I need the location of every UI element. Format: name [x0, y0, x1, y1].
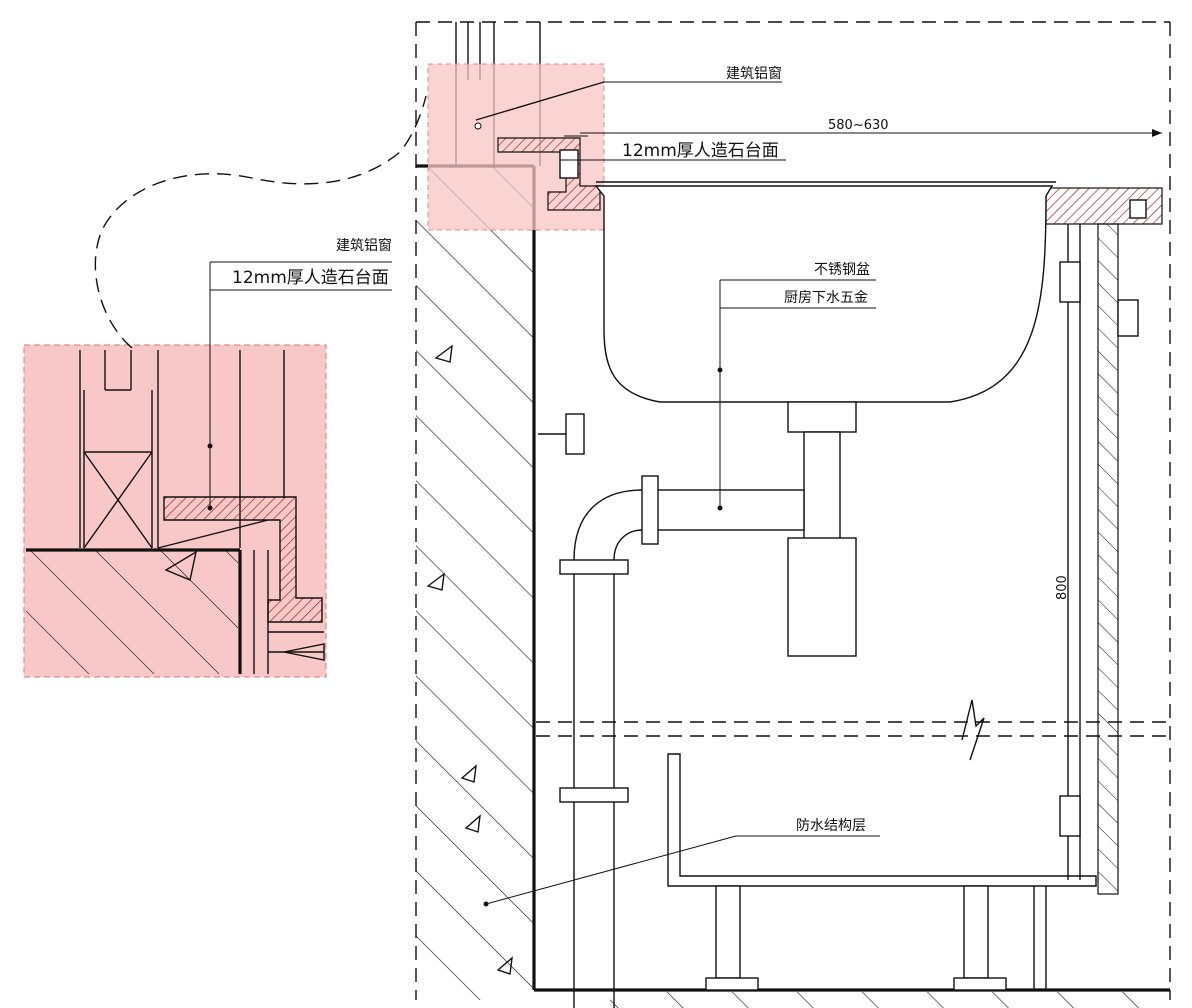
label-countertop-main: 12mm厚人造石台面: [622, 141, 779, 161]
callout-bubble-outline: [94, 95, 427, 349]
label-drain: 厨房下水五金: [784, 290, 868, 306]
cabinet-base: [667, 753, 1097, 887]
label-sink: 不锈钢盆: [814, 262, 870, 278]
wall-valve: [565, 413, 585, 455]
wall-detail: [26, 550, 238, 674]
drain-assembly: [559, 401, 857, 1008]
label-window-detail: 建筑铝窗: [336, 237, 392, 254]
label-height-dim: 800: [1055, 575, 1070, 600]
break-mark: [961, 699, 985, 761]
window-frame-detail: [79, 350, 285, 549]
detail-callout: [23, 261, 392, 678]
label-countertop-detail: 12mm厚人造石台面: [232, 268, 389, 288]
floor: [610, 992, 1170, 1008]
sink-bowl: [594, 185, 1054, 403]
label-waterproof: 防水结构层: [796, 818, 866, 834]
label-width-dim: 580~630: [828, 118, 889, 133]
cabinet-side-panel: [1097, 223, 1119, 895]
wall-main: [416, 164, 536, 1000]
label-window-main: 建筑铝窗: [726, 65, 782, 82]
